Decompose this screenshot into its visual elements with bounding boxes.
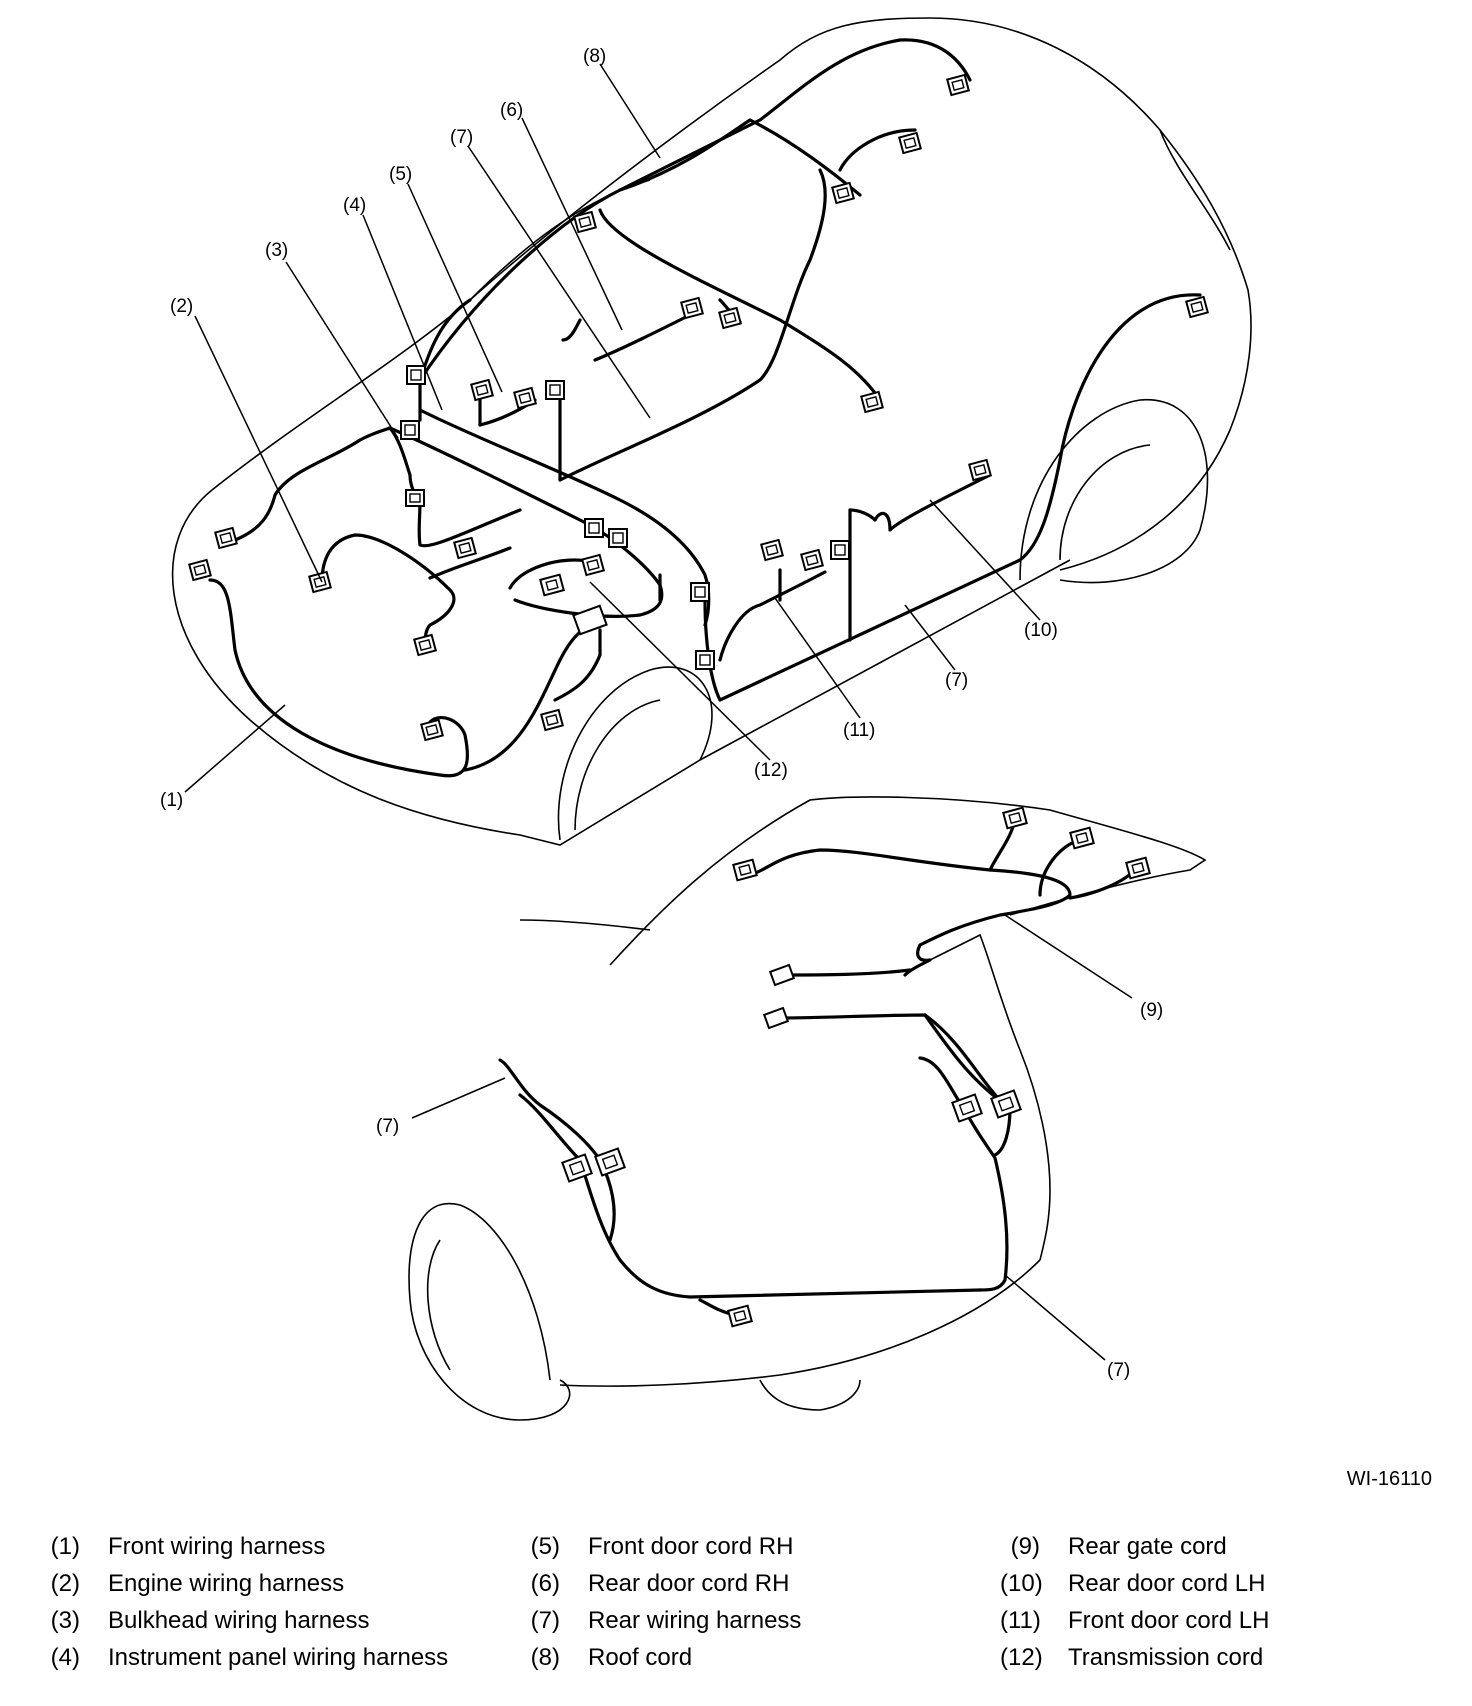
legend-number: (6) [530, 1570, 560, 1597]
callout-7: (7) [450, 127, 473, 148]
connector [214, 526, 238, 550]
connector [405, 489, 425, 507]
connector [608, 528, 628, 548]
connector [680, 296, 704, 320]
connector [581, 553, 605, 577]
connector [413, 633, 437, 657]
callout-4: (4) [343, 195, 366, 216]
legend-label: Front door cord RH [588, 1533, 794, 1560]
callout-5: (5) [389, 164, 412, 185]
legend-number: (1) [50, 1533, 80, 1560]
connector [990, 1089, 1022, 1119]
legend-number: (11) [1000, 1607, 1041, 1634]
legend-label: Bulkhead wiring harness [108, 1607, 370, 1634]
callout-12: (12) [754, 760, 788, 781]
legend-number: (3) [50, 1607, 80, 1634]
connector [584, 518, 604, 538]
callout-7: (7) [945, 670, 968, 691]
connector [860, 390, 884, 414]
connector [690, 582, 710, 602]
callout-11: (11) [843, 720, 875, 741]
connector [470, 378, 494, 402]
connector [695, 650, 715, 670]
callout-7: (7) [1107, 1360, 1130, 1381]
connector [561, 1153, 593, 1183]
callouts-upper: (1) (2) (3) (4) (5) (7) (6) (8) (10) (7)… [160, 46, 1058, 811]
legend-label: Front wiring harness [108, 1533, 326, 1560]
connector [1002, 806, 1028, 830]
callout-8: (8) [583, 46, 606, 67]
legend-number: (10) [1000, 1570, 1043, 1597]
connector [760, 538, 784, 562]
connector [545, 380, 565, 400]
connector [727, 1304, 753, 1328]
legend-number: (7) [530, 1607, 560, 1634]
legend-label: Front door cord LH [1068, 1607, 1270, 1634]
legend-label: Engine wiring harness [108, 1570, 345, 1597]
figure-id: WI-16110 [1346, 1468, 1432, 1490]
connector [594, 1147, 626, 1177]
connector [420, 718, 444, 742]
connector [718, 306, 742, 330]
connector [188, 558, 212, 582]
connectors-lower [561, 806, 1151, 1328]
connector [400, 420, 420, 440]
connector [800, 548, 824, 572]
wiring-harness-diagram: (1) (2) (3) (4) (5) (7) (6) (8) (10) (7)… [160, 17, 1252, 1421]
legend-number: (8) [530, 1644, 560, 1671]
vehicle-body-outline-lower [408, 796, 1207, 1421]
connector [830, 540, 850, 560]
connector [898, 131, 922, 155]
legend-label: Rear door cord LH [1068, 1570, 1266, 1597]
connector [573, 210, 597, 234]
callout-3: (3) [265, 240, 288, 261]
leader-lines-lower [411, 914, 1133, 1361]
legend-label: Rear door cord RH [588, 1570, 790, 1597]
legend: (1) Front wiring harness (2) Engine wiring… [40, 1528, 1440, 1698]
connector [1069, 826, 1095, 850]
legend-number: (2) [50, 1570, 80, 1597]
connectors-upper [188, 73, 1209, 742]
connector [539, 573, 565, 597]
legend-number: (9) [1010, 1533, 1040, 1560]
connector [308, 570, 332, 594]
legend-label: Instrument panel wiring harness [108, 1644, 449, 1671]
leader-lines-upper [184, 63, 1041, 793]
legend-number: (4) [50, 1644, 80, 1671]
connector [831, 181, 855, 205]
harness-lines-lower [498, 818, 1137, 1317]
connector [732, 858, 758, 882]
legend-number: (5) [530, 1533, 560, 1560]
connector [540, 708, 564, 732]
callout-6: (6) [500, 100, 523, 121]
legend-number: (12) [1000, 1644, 1043, 1671]
callout-2: (2) [170, 296, 193, 317]
callouts-lower: (9) (7) (7) [376, 1000, 1163, 1381]
callout-7: (7) [376, 1116, 399, 1137]
legend-label: Rear gate cord [1068, 1533, 1227, 1560]
connector [1125, 856, 1151, 880]
callout-1: (1) [160, 790, 183, 811]
connector [1185, 295, 1209, 319]
connector [762, 1006, 790, 1030]
legend-label: Transmission cord [1068, 1644, 1264, 1671]
callout-10: (10) [1024, 620, 1058, 641]
connector [513, 386, 537, 410]
vehicle-body-outline-upper [171, 17, 1252, 846]
legend-label: Roof cord [588, 1644, 693, 1671]
connector [951, 1093, 983, 1123]
connector [946, 73, 970, 97]
callout-9: (9) [1140, 1000, 1163, 1021]
legend-label: Rear wiring harness [588, 1607, 802, 1634]
connector [768, 963, 796, 987]
connector [572, 604, 608, 636]
connector [968, 458, 992, 482]
connector [406, 365, 426, 385]
connector [453, 536, 477, 560]
